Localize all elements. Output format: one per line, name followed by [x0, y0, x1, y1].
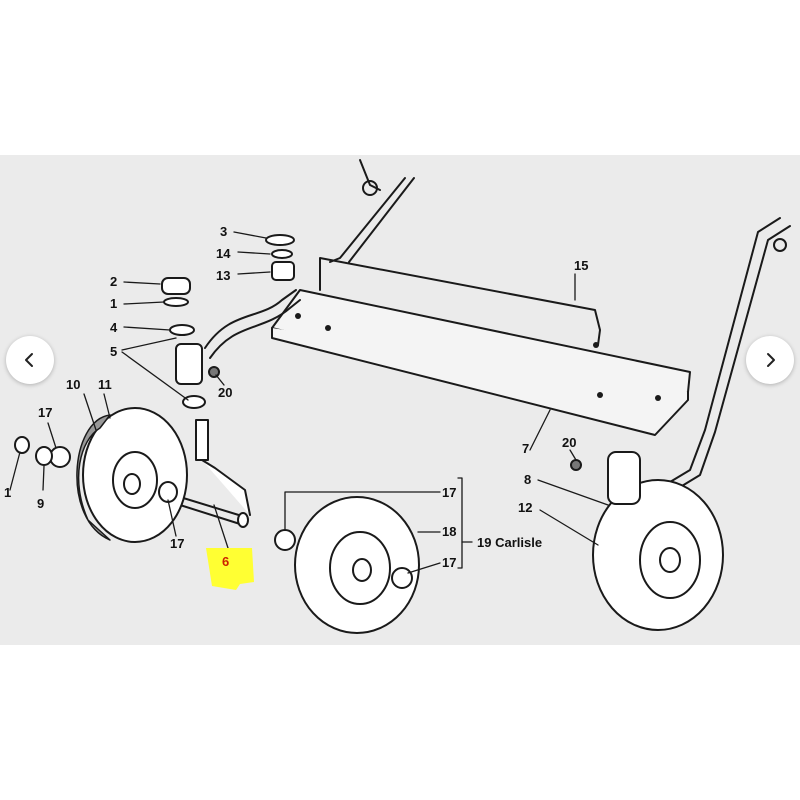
callout-1: 1 [4, 485, 11, 500]
chevron-right-icon [767, 353, 775, 367]
callout-13: 13 [216, 268, 230, 283]
middle-wheel [274, 496, 420, 634]
right-wheel [570, 451, 724, 631]
callout-17: 17 [38, 405, 52, 420]
callout-2: 2 [110, 274, 117, 289]
highlight-marker [206, 548, 254, 590]
callout-17: 17 [442, 485, 456, 500]
callout-17: 17 [170, 536, 184, 551]
callout-9: 9 [37, 496, 44, 511]
callout-4: 4 [110, 320, 118, 335]
image-viewer: 3 14 13 2 1 4 5 20 10 11 17 1 9 17 6 15 … [0, 155, 800, 645]
parts-stack [161, 234, 295, 409]
callout-12: 12 [518, 500, 532, 515]
left-wheel [14, 407, 188, 543]
next-image-button[interactable] [746, 336, 794, 384]
parts-diagram: 3 14 13 2 1 4 5 20 10 11 17 1 9 17 6 15 … [4, 159, 791, 634]
callout-11: 11 [98, 377, 112, 392]
leader-lines [9, 231, 609, 574]
callout-6: 6 [222, 554, 229, 569]
callout-20: 20 [218, 385, 232, 400]
callout-1: 1 [110, 296, 117, 311]
chevron-left-icon [25, 353, 33, 367]
callout-20: 20 [562, 435, 576, 450]
callout-18: 18 [442, 524, 456, 539]
callout-10: 10 [66, 377, 80, 392]
callout-15: 15 [574, 258, 588, 273]
callout-17: 17 [442, 555, 456, 570]
caster-shaft [179, 419, 251, 528]
callout-19: 19 Carlisle [477, 535, 542, 550]
callout-14: 14 [216, 246, 231, 261]
axle-bar [204, 289, 297, 349]
deck-plate [271, 289, 691, 436]
callout-3: 3 [220, 224, 227, 239]
previous-image-button[interactable] [6, 336, 54, 384]
callout-5: 5 [110, 344, 117, 359]
callout-8: 8 [524, 472, 531, 487]
callout-7: 7 [522, 441, 529, 456]
rod [319, 257, 601, 346]
